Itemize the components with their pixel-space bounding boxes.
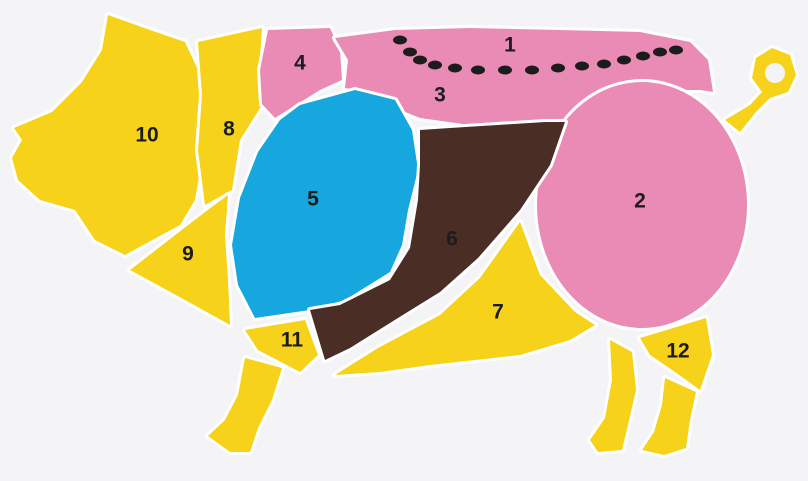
loin-dot xyxy=(575,62,589,71)
loin-dot xyxy=(597,60,611,69)
cut-label-4: 4 xyxy=(294,52,306,75)
cut-label-3: 3 xyxy=(434,84,446,107)
loin-dot xyxy=(498,66,512,75)
cut-label-1: 1 xyxy=(504,34,516,57)
cut-label-11: 11 xyxy=(281,329,304,352)
hind-leg-right xyxy=(642,378,696,455)
front-leg xyxy=(208,358,282,452)
loin-dot xyxy=(448,64,462,73)
loin-dot xyxy=(393,36,407,45)
cut-label-12: 12 xyxy=(666,340,689,363)
loin-dot xyxy=(428,61,442,70)
loin-dot xyxy=(636,52,650,61)
loin-dot xyxy=(525,66,539,75)
cut-label-7: 7 xyxy=(492,301,504,324)
cut-label-10: 10 xyxy=(135,124,158,147)
cut-label-5: 5 xyxy=(307,188,319,211)
cut-label-9: 9 xyxy=(182,243,194,266)
loin-dot xyxy=(669,46,683,55)
loin-dot xyxy=(471,66,485,75)
loin-dot xyxy=(413,56,427,65)
loin-dot xyxy=(551,64,565,73)
cut-label-8: 8 xyxy=(223,118,235,141)
hind-leg-left xyxy=(590,340,636,452)
cut-label-6: 6 xyxy=(446,228,458,251)
loin-dot xyxy=(403,48,417,57)
tail-curl-hole xyxy=(765,63,785,83)
loin-dot xyxy=(653,48,667,57)
cut-10-head xyxy=(12,15,205,255)
cut-label-2: 2 xyxy=(634,190,646,213)
tail xyxy=(725,48,796,132)
loin-dot xyxy=(617,56,631,65)
